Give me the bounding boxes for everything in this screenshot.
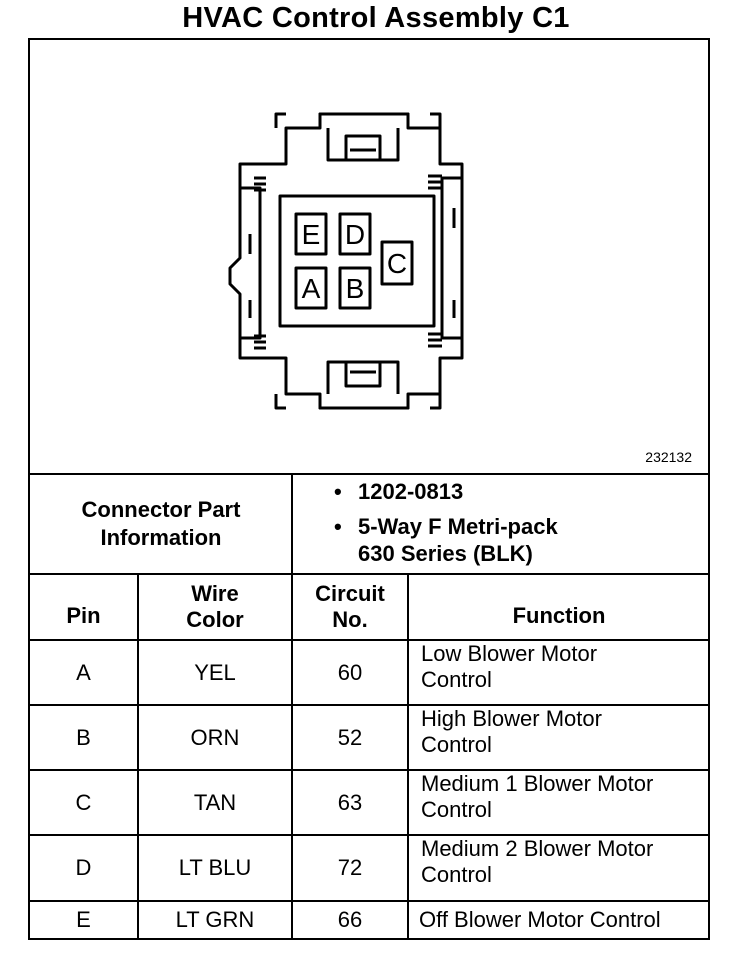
- pin-cavity-a: [294, 266, 328, 310]
- pin-cavity-d: [338, 212, 372, 256]
- right-top-ribs: [428, 174, 442, 190]
- function-line2: Control: [421, 797, 492, 822]
- header-wire-color: Wire Color: [139, 577, 291, 637]
- header-wire-line1: Wire: [191, 581, 239, 606]
- cell-function: Medium 1 Blower Motor Control: [409, 771, 709, 834]
- left-side-tab: [240, 186, 262, 340]
- header-pin: Pin: [66, 603, 101, 628]
- cell-wire-color: ORN: [190, 724, 240, 750]
- part-description-line1: 5-Way F Metri-pack: [358, 514, 558, 539]
- part-number: 1202-0813: [358, 479, 464, 504]
- col-divider-circuit: [407, 573, 409, 940]
- cell-circuit: 66: [337, 907, 363, 932]
- pin-cavity-b: [338, 266, 372, 310]
- connector-inner-face: [278, 194, 436, 328]
- cell-wire-color: YEL: [194, 659, 236, 685]
- cell-pin: C: [75, 789, 92, 815]
- top-latch: [318, 112, 410, 162]
- cell-pin: A: [76, 659, 91, 685]
- cell-pin: D: [75, 855, 92, 880]
- right-bottom-ribs: [428, 332, 442, 348]
- header-circuit-line1: Circuit: [315, 581, 385, 606]
- col-divider-wire: [291, 573, 293, 940]
- page-title: HVAC Control Assembly C1: [182, 2, 570, 34]
- cell-function: High Blower Motor Control: [409, 706, 709, 769]
- divider-header: [28, 639, 710, 641]
- part-info-label-line2: Information: [100, 525, 222, 550]
- part-info-item: 5-Way F Metri-pack 630 Series (BLK): [330, 513, 700, 567]
- left-bottom-ribs: [254, 334, 266, 350]
- top-ears: [274, 112, 442, 128]
- divider-row-b: [28, 769, 710, 771]
- right-side-tab: [440, 176, 462, 340]
- cell-wire-color: LT GRN: [175, 907, 255, 932]
- pin-label-d: D: [345, 219, 365, 250]
- divider-part-info: [291, 473, 293, 574]
- function-line1: Low Blower Motor: [421, 641, 598, 666]
- pin-label-c: C: [387, 248, 407, 279]
- pin-cavity-e: [294, 212, 328, 256]
- cell-circuit: 63: [337, 789, 363, 815]
- col-divider-pin: [137, 573, 139, 940]
- cell-circuit: 60: [337, 659, 363, 685]
- part-info-label: Connector Part Information: [30, 476, 292, 572]
- figure-id: 232132: [645, 449, 692, 465]
- divider-row-a: [28, 704, 710, 706]
- connector-diagram: E D C A B: [228, 112, 464, 410]
- bottom-latch: [318, 360, 410, 410]
- function-line2: Control: [421, 862, 492, 887]
- document-frame: [28, 38, 710, 940]
- function-line2: Control: [421, 667, 492, 692]
- part-info-list: 1202-0813 5-Way F Metri-pack 630 Series …: [330, 478, 700, 575]
- cell-circuit: 52: [337, 724, 363, 750]
- function-line1: Medium 2 Blower Motor: [421, 836, 654, 861]
- function-line2: Control: [421, 732, 492, 757]
- cell-wire-color: TAN: [193, 789, 237, 815]
- divider-diagram: [28, 473, 710, 475]
- pin-cavity-c: [380, 240, 414, 286]
- cell-function: Off Blower Motor Control: [419, 907, 661, 932]
- left-top-ribs: [254, 176, 266, 192]
- header-function: Function: [512, 603, 606, 628]
- divider-table-top: [28, 573, 710, 575]
- cell-function: Medium 2 Blower Motor Control: [409, 836, 709, 900]
- pin-label-e: E: [302, 219, 321, 250]
- header-circuit-line2: No.: [332, 607, 368, 632]
- header-wire-line2: Color: [186, 607, 244, 632]
- pin-label-b: B: [346, 273, 365, 304]
- part-description-line2: 630 Series (BLK): [358, 541, 533, 566]
- cell-pin: B: [76, 724, 91, 750]
- pin-label-a: A: [302, 273, 321, 304]
- cell-function: Low Blower Motor Control: [409, 641, 709, 704]
- function-line1: High Blower Motor: [421, 706, 602, 731]
- divider-row-c: [28, 834, 710, 836]
- part-info-item: 1202-0813: [330, 478, 700, 505]
- cell-wire-color: LT BLU: [178, 855, 252, 880]
- header-circuit-no: Circuit No.: [293, 577, 407, 637]
- function-line1: Medium 1 Blower Motor: [421, 771, 654, 796]
- part-info-label-line1: Connector Part: [81, 497, 241, 522]
- divider-row-d: [28, 900, 710, 902]
- cell-pin: E: [76, 907, 91, 932]
- cell-circuit: 72: [337, 855, 363, 880]
- bottom-ears: [274, 394, 442, 410]
